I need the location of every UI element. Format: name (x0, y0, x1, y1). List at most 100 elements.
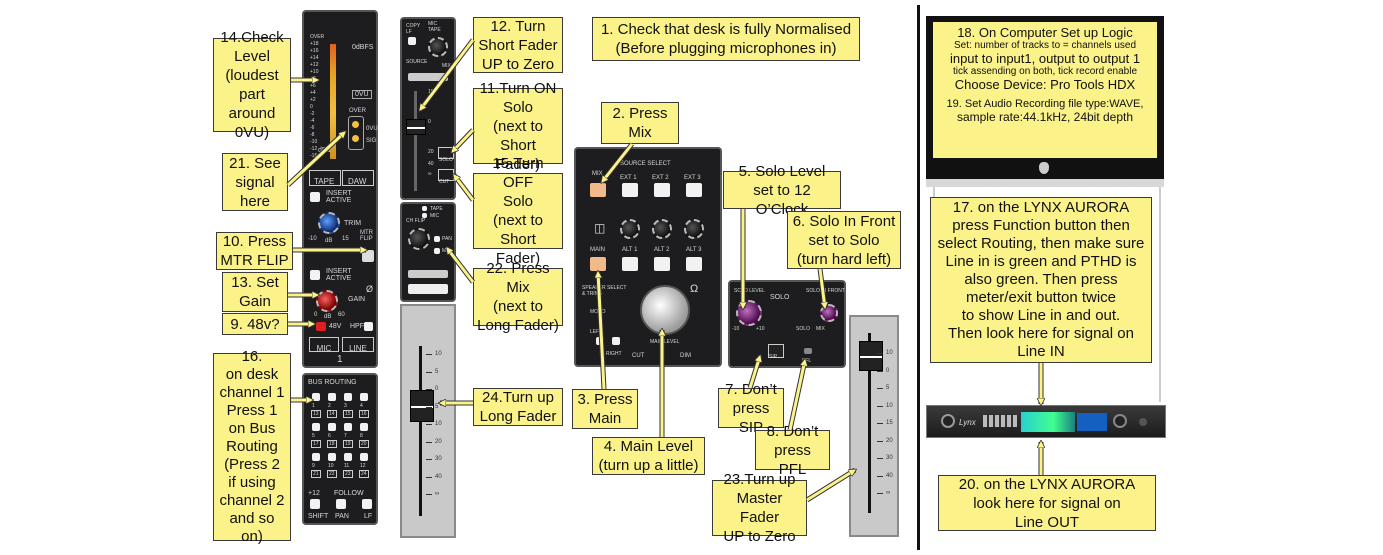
lynx-meter-display (1021, 412, 1075, 432)
solo-max-label: +10 (756, 326, 765, 332)
long-fader-cap[interactable] (410, 390, 434, 422)
bus-route-button-3[interactable] (344, 393, 352, 401)
line-button[interactable]: LINE (342, 337, 374, 353)
bus-route-button-12[interactable] (360, 453, 368, 461)
lynx-power-knob[interactable] (941, 414, 955, 428)
apple-logo-icon (1039, 162, 1049, 174)
bus-route-button-10[interactable] (328, 453, 336, 461)
ext1-button[interactable] (622, 183, 638, 197)
step-24-box: 24.Turn up Long Fader (473, 388, 563, 426)
lynx-volume-knob[interactable] (1113, 414, 1127, 428)
insert-active-2-label: INSERT ACTIVE (326, 268, 352, 282)
pfl-button[interactable] (804, 348, 812, 354)
bus-route-button-6[interactable] (328, 423, 336, 431)
bus-route-button-11[interactable] (344, 453, 352, 461)
fader-scale-tick (426, 494, 432, 495)
ext3-button[interactable] (686, 183, 702, 197)
meter-scale-label: +10 (310, 69, 319, 75)
meter-scale-label: +12 (310, 62, 319, 68)
gain-knob[interactable] (316, 290, 338, 312)
long-fader-top: TAPE MIC CH FLIP PAN MIX (400, 202, 456, 302)
meter-scale-label: +18 (310, 41, 319, 47)
main-button[interactable] (590, 257, 606, 271)
mon-mix-button[interactable] (590, 183, 606, 197)
bus-route-button-5[interactable] (312, 423, 320, 431)
gain-min: 0 (314, 312, 318, 318)
long-mic-button[interactable] (422, 213, 427, 218)
meter-scale-label: -6 (310, 125, 315, 131)
sig-led (352, 135, 359, 142)
insert-active-button[interactable] (310, 192, 320, 202)
mtr-flip-button[interactable] (362, 250, 374, 262)
alt1-button[interactable] (622, 257, 638, 271)
solo-level-knob[interactable] (736, 300, 762, 326)
main-level-knob[interactable] (640, 285, 690, 335)
fader-scale-label: 0 (886, 367, 890, 374)
bus-routing-title: BUS ROUTING (308, 379, 357, 386)
pan-button[interactable] (336, 499, 346, 509)
phantom-48v-button[interactable] (316, 322, 326, 331)
channel-number: 1 (337, 354, 343, 365)
fader-scale-tick (877, 493, 883, 494)
long-pan-knob[interactable] (408, 228, 430, 250)
label-sig: SIG (366, 138, 377, 144)
left-button[interactable] (596, 337, 604, 345)
alt2-trim-knob[interactable] (652, 219, 672, 239)
bus-route-label: 9 (312, 463, 315, 469)
bus-route-button-8[interactable] (360, 423, 368, 431)
phantom-48v-label: 48V (329, 323, 342, 330)
long-mix-button[interactable] (434, 248, 440, 254)
short-mix-button[interactable] (408, 73, 448, 81)
trim-knob[interactable] (318, 212, 340, 234)
bus-route-button-4[interactable] (360, 393, 368, 401)
copy-lf-button[interactable] (408, 37, 416, 45)
alt3-button[interactable] (686, 257, 702, 271)
master-fader-cap[interactable] (859, 341, 883, 371)
step-3-box: 3. Press Main (572, 389, 638, 429)
long-select-button[interactable] (408, 284, 448, 294)
speaker-select-label: SPEAKER SELECT & TRIMS (582, 285, 627, 297)
ext2-button[interactable] (654, 183, 670, 197)
fader-scale-tick (426, 424, 432, 425)
shift-button[interactable] (310, 499, 320, 509)
lynx-led-display (1077, 413, 1107, 431)
short-solo-button[interactable]: SOLO (438, 147, 454, 163)
short-fader-source-knob[interactable] (428, 37, 448, 57)
short-fader-cap[interactable] (406, 119, 426, 135)
alt3-trim-knob[interactable] (684, 219, 704, 239)
step-14-box: 14.Check Level (loudest part around 0VU) (213, 29, 291, 141)
long-pan-label: PAN (442, 236, 452, 242)
right-label: RIGHT (606, 351, 622, 357)
long-tape-button[interactable] (422, 206, 427, 211)
fader-scale-tick (426, 406, 432, 408)
phase-label: Ø (366, 284, 374, 294)
alt1-trim-knob[interactable] (620, 219, 640, 239)
short-cut-button[interactable]: CUT (438, 169, 454, 185)
insert-active-label: INSERT ACTIVE (326, 190, 352, 204)
fader-scale-tick (877, 370, 883, 372)
sip-button[interactable]: SIP (768, 344, 784, 360)
bus-route-button-1[interactable] (312, 393, 320, 401)
bus-route-button-2[interactable] (328, 393, 336, 401)
solo-in-front-knob[interactable] (820, 304, 838, 322)
over-sig-leds (348, 116, 364, 150)
hpf-button[interactable] (364, 322, 373, 331)
alt3-label: ALT 3 (686, 247, 702, 253)
daw-button[interactable]: DAW (342, 170, 374, 186)
bus-follow-label: FOLLOW (334, 490, 364, 497)
bus-route-button-9[interactable] (312, 453, 320, 461)
monitor-stand (926, 179, 1164, 187)
computer-monitor: 18. On Computer Set up Logic Set: number… (926, 16, 1164, 179)
alt2-button[interactable] (654, 257, 670, 271)
mic-button[interactable]: MIC (309, 337, 339, 353)
fader-scale-label: 10 (435, 351, 442, 357)
tape-button[interactable]: TAPE (309, 170, 341, 186)
insert-active-2-button[interactable] (310, 270, 320, 280)
speaker-icon: ◫ (594, 221, 606, 235)
fader-scale-label: 5 (435, 403, 439, 410)
bus-route-sublabel: 17 (311, 440, 321, 448)
right-button[interactable] (612, 337, 620, 345)
lf-button[interactable] (362, 499, 372, 509)
bus-route-button-7[interactable] (344, 423, 352, 431)
long-pan-button[interactable] (434, 236, 440, 242)
